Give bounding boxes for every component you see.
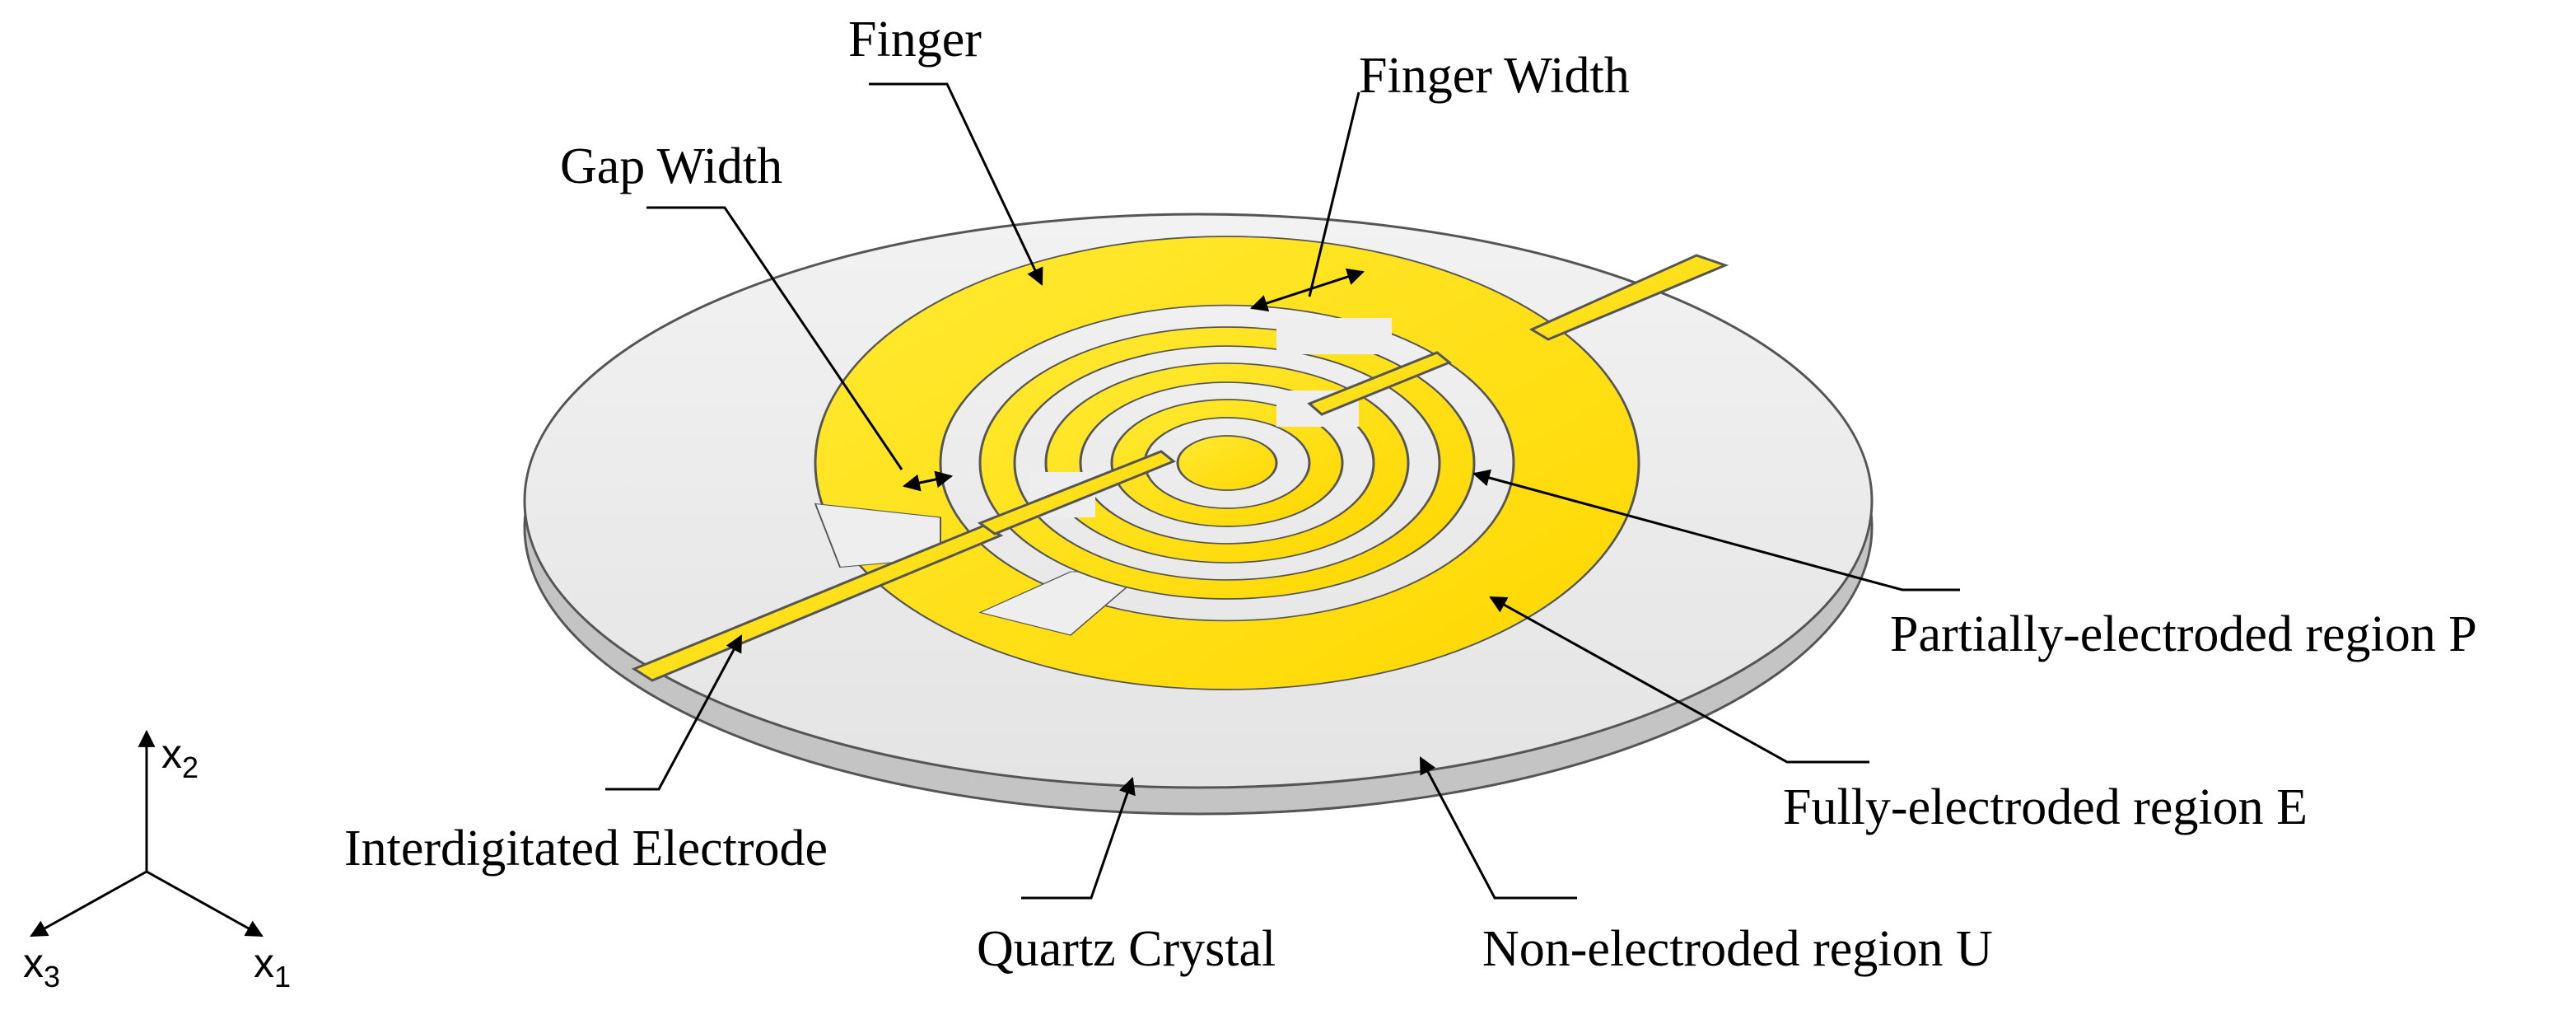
text-labels: Finger Finger Width Gap Width Partially-… — [344, 12, 2477, 977]
label-non-electroded: Non-electroded region U — [1482, 921, 1993, 977]
label-finger-width: Finger Width — [1359, 48, 1630, 104]
finger-ring-2 — [978, 326, 1476, 600]
quartz-crystal-leader — [1021, 777, 1136, 900]
axis-x3 — [30, 870, 147, 938]
label-finger: Finger — [848, 12, 982, 68]
finger-ring-2-gap — [1276, 318, 1392, 354]
bus-line-mid — [1307, 351, 1452, 416]
label-gap-width: Gap Width — [560, 138, 782, 194]
bus-line-inner — [977, 450, 1176, 535]
finger-ring-4 — [1110, 399, 1344, 527]
bus-line-right — [1528, 254, 1729, 341]
finger-width-leader — [1308, 91, 1360, 297]
axis-x2-label: x2 — [161, 731, 198, 784]
finger-ring-3 — [1044, 362, 1410, 563]
label-partially-electroded: Partially-electroded region P — [1890, 606, 2477, 662]
finger-leader — [869, 82, 1043, 286]
gap-width-dimension — [902, 470, 954, 492]
label-interdigitated-electrode: Interdigitated Electrode — [344, 821, 828, 877]
fully-electroded-leader — [1489, 596, 1869, 764]
axis-x1-label: x1 — [254, 940, 291, 994]
interdigitated-electrode — [814, 236, 1640, 690]
axis-x1 — [146, 870, 264, 938]
axis-x3-label: x3 — [23, 940, 60, 994]
center-electrode — [1176, 435, 1278, 491]
finger-width-dimension — [1250, 268, 1365, 312]
non-electroded-leader — [1419, 756, 1577, 900]
interdigitated-electrode-leader — [605, 634, 743, 791]
bus-line-left — [631, 524, 1004, 682]
partially-electroded-leader — [1472, 469, 1960, 592]
label-fully-electroded: Fully-electroded region E — [1783, 779, 2308, 835]
leader-lines — [605, 82, 1960, 900]
coordinate-axes: x2 x1 x3 — [23, 729, 291, 994]
label-quartz-crystal: Quartz Crystal — [977, 921, 1276, 977]
electrode-bus-lines — [631, 254, 1729, 682]
gap-width-leader — [646, 206, 903, 470]
